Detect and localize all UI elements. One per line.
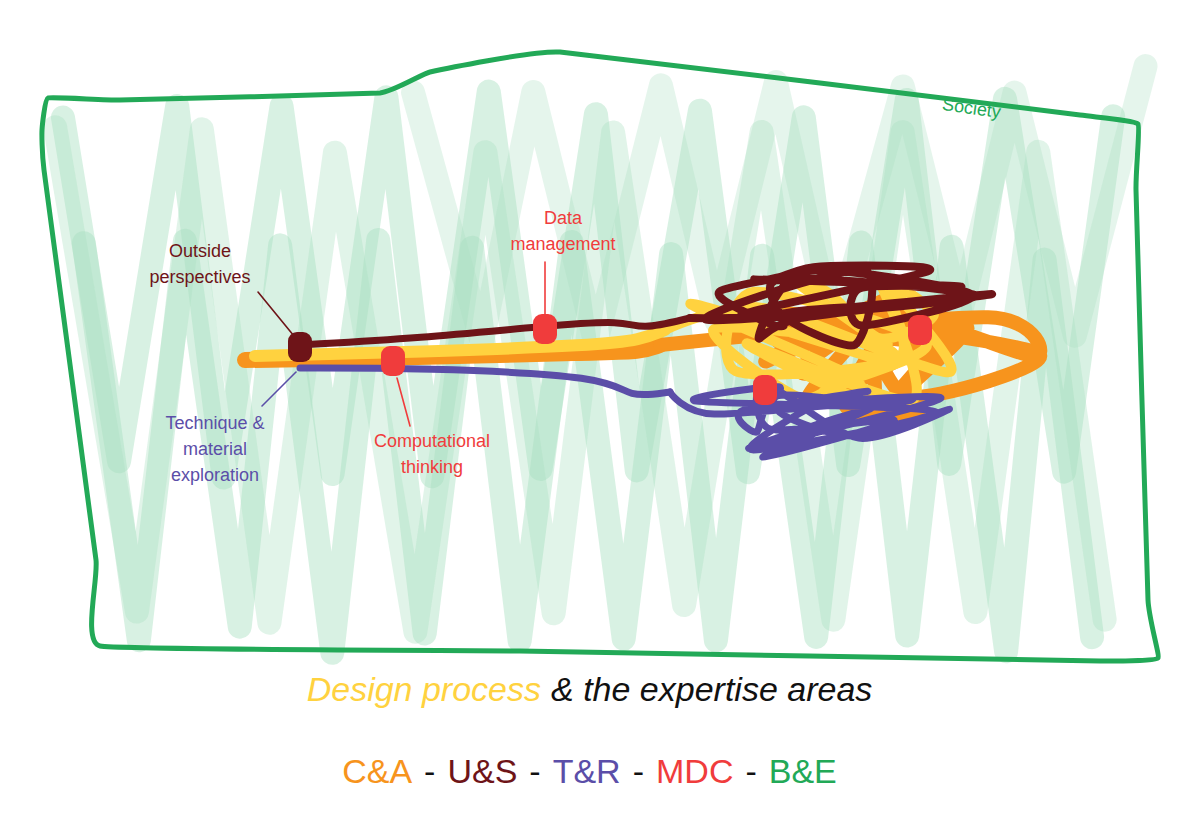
caption-row: C&A-U&S-T&R-MDC-B&E bbox=[0, 752, 1179, 791]
dark-red-tangle bbox=[690, 266, 992, 346]
callout-label: Computational thinking bbox=[352, 428, 512, 480]
caption-text: & the expertise areas bbox=[551, 670, 872, 709]
society-region: Society bbox=[30, 40, 1170, 680]
expertise-area: T&R bbox=[553, 752, 621, 791]
separator: - bbox=[424, 752, 435, 791]
separator: - bbox=[745, 752, 756, 791]
expertise-area: MDC bbox=[656, 752, 733, 791]
milestone-dot bbox=[288, 332, 312, 362]
caption-text: Design process bbox=[307, 670, 541, 709]
separator: - bbox=[529, 752, 540, 791]
callout-label: Technique & material exploration bbox=[150, 410, 280, 488]
milestone-dot bbox=[533, 314, 557, 344]
purple-tangle bbox=[670, 383, 949, 457]
region-outline-svg bbox=[30, 40, 1170, 680]
leader-line bbox=[544, 262, 546, 314]
separator: - bbox=[633, 752, 644, 791]
expertise-area: C&A bbox=[342, 752, 412, 791]
caption-row: Design process & the expertise areas bbox=[0, 670, 1179, 709]
dark-red-line bbox=[300, 318, 690, 345]
expertise-area: U&S bbox=[447, 752, 517, 791]
leader-line bbox=[397, 378, 410, 426]
expertise-area: B&E bbox=[769, 752, 837, 791]
callout-label: Outside perspectives bbox=[135, 238, 265, 290]
leader-line bbox=[258, 292, 294, 336]
callout-label: Data management bbox=[500, 205, 626, 257]
milestone-dot bbox=[753, 375, 777, 405]
region-outline bbox=[42, 52, 1158, 661]
process-lines bbox=[245, 262, 1040, 457]
milestone-dot bbox=[908, 315, 932, 345]
region-label: Society bbox=[941, 94, 1002, 123]
purple-line bbox=[300, 368, 670, 395]
leader-line bbox=[262, 372, 296, 406]
scribble-texture bbox=[55, 66, 1145, 653]
milestone-dot bbox=[381, 346, 405, 376]
scribble-stroke bbox=[55, 127, 1105, 631]
